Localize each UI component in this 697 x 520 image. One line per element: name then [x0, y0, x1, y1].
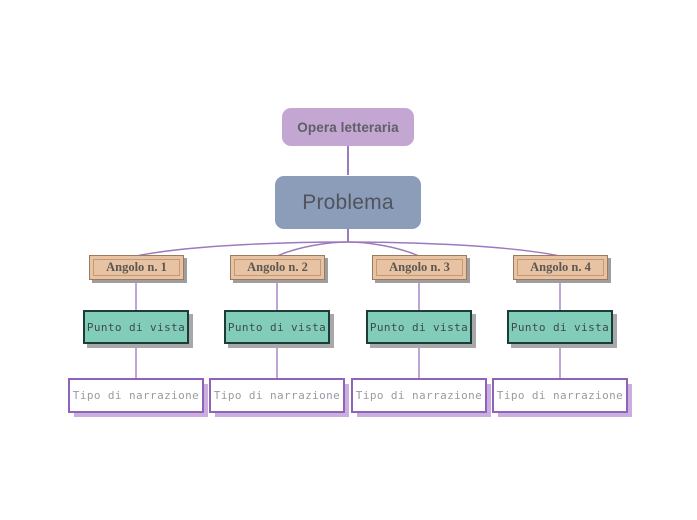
node-tipo-di-narrazione-3-label: Tipo di narrazione — [355, 389, 483, 402]
connector-problem-to-angle-4 — [347, 241, 561, 257]
node-punto-di-vista-3[interactable]: Punto di vista — [366, 310, 472, 344]
node-punto-di-vista-1-label: Punto di vista — [86, 320, 186, 334]
node-punto-di-vista-1[interactable]: Punto di vista — [83, 310, 189, 344]
node-tipo-di-narrazione-1[interactable]: Tipo di narrazione — [68, 378, 204, 413]
node-angolo-2[interactable]: Angolo n. 2 — [230, 255, 325, 280]
node-angolo-1-label: Angolo n. 1 — [106, 260, 167, 274]
node-angolo-1[interactable]: Angolo n. 1 — [89, 255, 184, 280]
node-punto-di-vista-2[interactable]: Punto di vista — [224, 310, 330, 344]
node-punto-di-vista-4[interactable]: Punto di vista — [507, 310, 613, 344]
node-tipo-di-narrazione-1-label: Tipo di narrazione — [72, 389, 200, 402]
node-opera-letteraria-label: Opera letteraria — [297, 119, 399, 135]
connector-problem-to-angle-1 — [135, 241, 349, 257]
connector-problem-to-angle-3 — [347, 241, 420, 257]
node-problema-label: Problema — [302, 190, 394, 214]
node-punto-di-vista-2-label: Punto di vista — [227, 320, 327, 334]
node-angolo-3[interactable]: Angolo n. 3 — [372, 255, 467, 280]
node-problema[interactable]: Problema — [275, 176, 421, 229]
node-tipo-di-narrazione-3[interactable]: Tipo di narrazione — [351, 378, 487, 413]
connector-problem-to-angle-2 — [276, 241, 349, 257]
node-angolo-4[interactable]: Angolo n. 4 — [513, 255, 608, 280]
node-angolo-2-label: Angolo n. 2 — [247, 260, 308, 274]
node-punto-di-vista-3-label: Punto di vista — [369, 320, 469, 334]
node-punto-di-vista-4-label: Punto di vista — [510, 320, 610, 334]
node-tipo-di-narrazione-2-label: Tipo di narrazione — [213, 389, 341, 402]
node-opera-letteraria[interactable]: Opera letteraria — [282, 108, 414, 146]
node-tipo-di-narrazione-4-label: Tipo di narrazione — [496, 389, 624, 402]
node-tipo-di-narrazione-4[interactable]: Tipo di narrazione — [492, 378, 628, 413]
node-tipo-di-narrazione-2[interactable]: Tipo di narrazione — [209, 378, 345, 413]
node-angolo-3-label: Angolo n. 3 — [389, 260, 450, 274]
node-angolo-4-label: Angolo n. 4 — [530, 260, 591, 274]
